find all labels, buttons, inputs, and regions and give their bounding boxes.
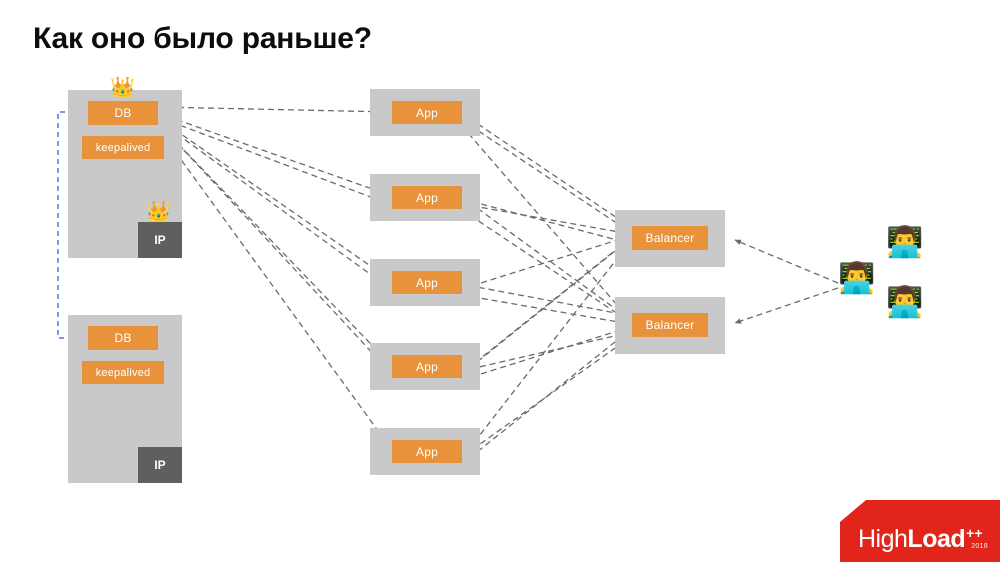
balancer-box-2[interactable]: Balancer xyxy=(632,313,708,337)
logo-superscript: ++ xyxy=(966,525,983,541)
crown-icon-db-primary: 👑 xyxy=(110,77,135,99)
app-to-balancer2-links xyxy=(461,125,631,465)
ip-box-primary[interactable]: IP xyxy=(138,222,182,258)
app-box-2[interactable]: App xyxy=(392,186,462,209)
db-box-standby[interactable]: DB xyxy=(88,326,158,350)
app-box-5[interactable]: App xyxy=(392,440,462,463)
client-icon-2: 👨‍💻 xyxy=(886,226,924,259)
balancer-box-1[interactable]: Balancer xyxy=(632,226,708,250)
client-icon-3: 👨‍💻 xyxy=(886,286,924,319)
keepalived-box-standby[interactable]: keepalived xyxy=(82,361,164,384)
db-box-primary[interactable]: DB xyxy=(88,101,158,125)
page-title: Как оно было раньше? xyxy=(33,22,372,55)
logo-high-text: High xyxy=(858,525,908,553)
app-box-4[interactable]: App xyxy=(392,355,462,378)
keepalived-box-primary[interactable]: keepalived xyxy=(82,136,164,159)
logo-wordmark: High Load ++ xyxy=(858,525,983,553)
app-box-3[interactable]: App xyxy=(392,271,462,294)
logo-load-text: Load xyxy=(907,525,966,553)
app-to-balancer1-links xyxy=(461,119,631,459)
app-box-1[interactable]: App xyxy=(392,101,462,124)
client-icon-1: 👨‍💻 xyxy=(838,262,876,295)
balancer-to-app-links xyxy=(465,115,633,455)
db-to-app-links xyxy=(157,106,393,451)
logo-year: 2018 xyxy=(971,543,988,550)
app-to-db-links xyxy=(165,119,393,375)
highload-logo: High Load ++ 2018 xyxy=(840,500,1000,562)
ip-box-standby[interactable]: IP xyxy=(138,447,182,483)
crown-icon-ip-primary: 👑 xyxy=(146,201,171,223)
client-to-balancer-links xyxy=(734,239,839,324)
